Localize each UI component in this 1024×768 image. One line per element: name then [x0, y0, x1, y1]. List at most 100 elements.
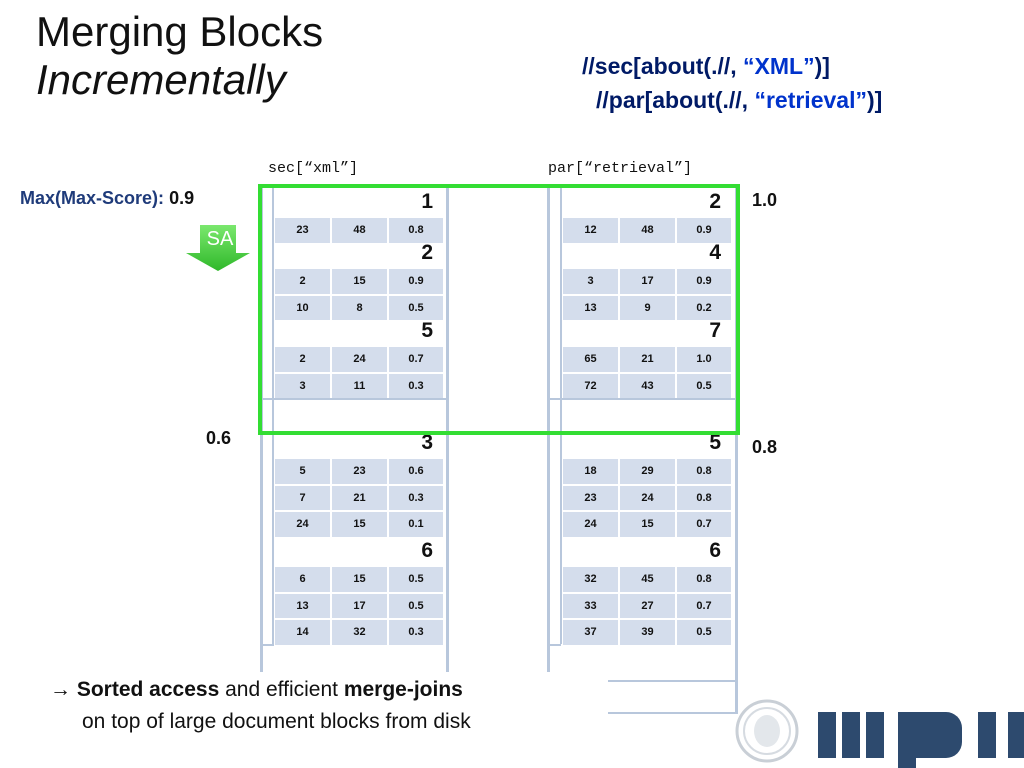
right-block-4-row-2-cell-3: 0.8: [677, 485, 731, 510]
caption-mid: and efficient: [219, 678, 344, 701]
sorted-access-arrow-icon: [186, 225, 250, 271]
title-line-2: Incrementally: [36, 56, 286, 103]
max-score-readout: Max(Max-Score): 0.9: [20, 188, 194, 209]
right-block-3-row-2-cell-3: 0.5: [677, 373, 731, 398]
left-block-5-row-2-cell-2: 17: [332, 593, 387, 618]
right-block-5-row-2-cell-2: 27: [620, 593, 675, 618]
left-threshold-bottom: 0.6: [206, 428, 232, 448]
right-block-3-number: 7: [709, 319, 721, 342]
current-merge-window: [258, 184, 740, 435]
left-block-4-number: 3: [421, 431, 433, 454]
left-block-5-row-3-cell-3: 0.3: [389, 620, 443, 645]
right-list-inner-border: [560, 184, 562, 644]
right-block-4-row-2-cell-2: 24: [620, 485, 675, 510]
left-block-4-row-1-cell-1: 5: [275, 459, 330, 484]
sa-label: SA: [206, 228, 234, 250]
left-block-4-row-1-cell-2: 23: [332, 459, 387, 484]
right-list-border: [547, 184, 550, 672]
right-list-inner-bottom: [547, 644, 561, 646]
right-block-2-row-2-cell-2: 9: [620, 295, 675, 320]
query-line-2-close: )]: [866, 87, 883, 113]
right-block-2-row-1-cell-2: 17: [620, 269, 675, 294]
left-block-4-row-3-cell-2: 15: [332, 512, 387, 537]
left-list-inner-border: [272, 184, 274, 644]
right-block-4-number: 5: [709, 431, 721, 454]
query-line-2-literal: “retrieval”: [754, 87, 867, 113]
right-list-separator: [549, 398, 737, 400]
left-block-5-row-1-cell-1: 6: [275, 567, 330, 592]
query-line-1-close: )]: [814, 53, 830, 79]
left-block-4-row-1-cell-3: 0.6: [389, 459, 443, 484]
left-block-5-number: 6: [421, 539, 433, 562]
max-score-value: 0.9: [169, 188, 195, 208]
right-list-extra-line-1: [608, 680, 738, 682]
left-block-3-row-2-cell-2: 11: [332, 373, 387, 398]
left-block-2-row-1-cell-3: 0.9: [389, 269, 443, 294]
query-line-2: //par[about(.//, “retrieval”)]: [596, 86, 882, 114]
left-block-4-row-3-cell-3: 0.1: [389, 512, 443, 537]
left-block-1-row-1-cell-1: 23: [275, 218, 330, 243]
right-block-3-row-1-cell-2: 21: [620, 347, 675, 372]
left-block-2-row-1-cell-1: 2: [275, 269, 330, 294]
right-block-2-row-2-cell-3: 0.2: [677, 295, 731, 320]
left-block-3-number: 5: [421, 319, 433, 342]
right-block-5-row-2-cell-1: 33: [563, 593, 618, 618]
right-block-4-row-3-cell-2: 15: [620, 512, 675, 537]
left-block-1-row-1-cell-3: 0.8: [389, 218, 443, 243]
left-list-separator: [262, 398, 448, 400]
left-block-3-row-2-cell-3: 0.3: [389, 373, 443, 398]
right-block-5-row-1-cell-3: 0.8: [677, 567, 731, 592]
left-block-5-row-3-cell-2: 32: [332, 620, 387, 645]
right-threshold-bottom: 0.8: [752, 437, 778, 457]
left-block-1-number: 1: [421, 190, 433, 213]
left-block-3-row-2-cell-1: 3: [275, 373, 330, 398]
right-block-4-row-1-cell-1: 18: [563, 459, 618, 484]
right-block-5-row-3-cell-2: 39: [620, 620, 675, 645]
right-block-2-row-2-cell-1: 13: [563, 295, 618, 320]
mpi-logo: [818, 712, 1024, 768]
max-planck-seal-logo: [735, 699, 799, 763]
left-block-4-row-2-cell-2: 21: [332, 485, 387, 510]
left-block-4-row-2-cell-1: 7: [275, 485, 330, 510]
right-block-5-row-3-cell-1: 37: [563, 620, 618, 645]
caption-arrow-icon: →: [50, 678, 71, 701]
right-block-4-row-3-cell-1: 24: [563, 512, 618, 537]
left-block-5-row-1-cell-3: 0.5: [389, 567, 443, 592]
left-block-4-row-3-cell-1: 24: [275, 512, 330, 537]
right-list-right-border: [735, 184, 738, 714]
left-list-inner-bottom: [260, 644, 274, 646]
right-block-1-number: 2: [709, 190, 721, 213]
max-score-label: Max(Max-Score):: [20, 188, 165, 208]
left-block-5-row-2-cell-1: 13: [275, 593, 330, 618]
left-block-5-row-3-cell-1: 14: [275, 620, 330, 645]
left-block-3-row-1-cell-2: 24: [332, 347, 387, 372]
right-threshold-top: 1.0: [752, 190, 778, 210]
right-block-2-row-1-cell-1: 3: [563, 269, 618, 294]
left-block-2-row-1-cell-2: 15: [332, 269, 387, 294]
right-block-2-number: 4: [709, 241, 721, 264]
right-block-4-row-2-cell-1: 23: [563, 485, 618, 510]
left-block-2-row-2-cell-2: 8: [332, 295, 387, 320]
left-block-5-row-1-cell-2: 15: [332, 567, 387, 592]
left-block-5-row-2-cell-3: 0.5: [389, 593, 443, 618]
left-block-2-row-2-cell-3: 0.5: [389, 295, 443, 320]
right-block-3-row-2-cell-1: 72: [563, 373, 618, 398]
right-block-5-row-1-cell-1: 32: [563, 567, 618, 592]
left-block-3-row-1-cell-1: 2: [275, 347, 330, 372]
right-block-1-row-1-cell-1: 12: [563, 218, 618, 243]
caption-line-1: → Sorted access and efficient merge-join…: [50, 674, 471, 706]
left-list-header: sec[“xml”]: [268, 160, 359, 177]
right-block-5-row-2-cell-3: 0.7: [677, 593, 731, 618]
right-block-5-row-3-cell-3: 0.5: [677, 620, 731, 645]
right-block-4-row-1-cell-2: 29: [620, 459, 675, 484]
left-list-right-border: [446, 184, 449, 672]
right-list-header: par[“retrieval”]: [548, 160, 693, 177]
right-block-3-row-1-cell-3: 1.0: [677, 347, 731, 372]
page-title: Merging Blocks Incrementally: [36, 8, 323, 104]
left-block-4-row-2-cell-3: 0.3: [389, 485, 443, 510]
right-block-4-row-1-cell-3: 0.8: [677, 459, 731, 484]
query-line-1: //sec[about(.//, “XML”)]: [582, 52, 830, 80]
right-block-1-row-1-cell-3: 0.9: [677, 218, 731, 243]
query-line-2-path: //par[about(.//,: [596, 87, 755, 113]
left-block-2-number: 2: [421, 241, 433, 264]
